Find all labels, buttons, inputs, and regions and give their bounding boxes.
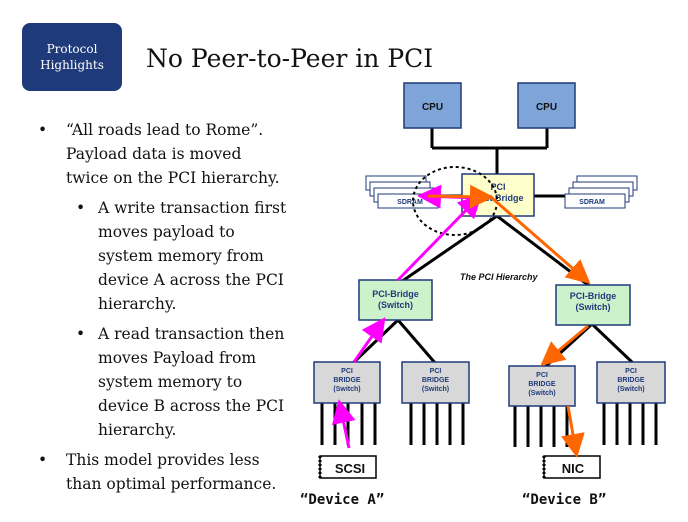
slide-title: No Peer-to-Peer in PCI (146, 44, 434, 73)
hierarchy-label: The PCI Hierarchy (460, 272, 539, 282)
cpu-right (517, 82, 576, 129)
bullet-list: • “All roads lead to Rome”. Payload data… (38, 118, 320, 496)
switch-left-label-2: (Switch) (378, 300, 413, 310)
bridge-2-label-1: PCI (430, 368, 442, 375)
pci-bridge-4 (596, 361, 666, 404)
bridge-1-label-1: PCI (341, 368, 353, 375)
bridge-4-label-3: (Switch) (617, 386, 644, 393)
pci-bridge-3 (508, 365, 576, 407)
scsi-label: SCSI (335, 461, 365, 476)
caption-device-a: “Device A” (300, 492, 384, 508)
bridge-3-label-1: PCI (536, 372, 548, 379)
bullet-item: • This model provides less than optimal … (38, 448, 320, 496)
host-bridge-label-2: Host Bridge (472, 193, 523, 203)
switch-right-label-2: (Switch) (576, 302, 611, 312)
pci-bridge-2 (401, 361, 470, 404)
sub-bullet-item: • A read transaction then moves Payload … (76, 322, 320, 442)
protocol-highlights-badge: Protocol Highlights (22, 23, 122, 91)
bullet-text: This model provides less than optimal pe… (66, 451, 277, 493)
sdram-right-label: SDRAM (579, 199, 605, 206)
bridge-2-label-2: BRIDGE (422, 377, 450, 384)
sub-bullet-text: A read transaction then moves Payload fr… (98, 325, 285, 439)
slot-lines (320, 403, 658, 447)
bridge-4-label-1: PCI (625, 368, 637, 375)
pci-bridge-switch-right (555, 284, 631, 326)
bullet-dot-icon: • (38, 451, 48, 469)
sdram-left-label: SDRAM (397, 199, 423, 206)
bullet-text: “All roads lead to Rome”. Payload data i… (66, 121, 280, 187)
nic-label: NIC (562, 461, 585, 476)
pci-bridge-1 (313, 361, 381, 404)
pci-bridge-switch-left (358, 279, 433, 321)
caption-device-b: “Device B” (522, 492, 606, 508)
host-bridge-label-1: PCI (490, 182, 505, 192)
sub-bullet-text: A write transaction first moves payload … (98, 199, 287, 313)
device-nic: NIC (542, 455, 601, 479)
bullet-dot-icon: • (38, 121, 48, 139)
bridge-1-label-3: (Switch) (333, 386, 360, 393)
sub-bullet-item: • A write transaction first moves payloa… (76, 196, 320, 316)
switch-right-label-1: PCI-Bridge (570, 291, 617, 301)
bus-lines (350, 128, 636, 370)
bullet-item: • “All roads lead to Rome”. Payload data… (38, 118, 320, 190)
bridge-4-label-2: BRIDGE (617, 377, 645, 384)
sub-bullet-dot-icon: • (76, 325, 86, 343)
badge-line-1: Protocol (46, 42, 98, 56)
bridge-2-label-3: (Switch) (422, 386, 449, 393)
device-scsi: SCSI (318, 455, 377, 479)
sdram-left: SDRAM (365, 175, 439, 209)
cpu-right-label: CPU (536, 102, 557, 113)
switch-left-label-1: PCI-Bridge (372, 289, 419, 299)
sdram-right: SDRAM (564, 175, 638, 209)
bridge-3-label-2: BRIDGE (528, 381, 556, 388)
cpu-left-label: CPU (422, 102, 443, 113)
read-path-arrows (427, 184, 591, 458)
badge-line-2: Highlights (40, 58, 104, 72)
bridge-1-label-2: BRIDGE (333, 377, 361, 384)
bridge-3-label-3: (Switch) (528, 390, 555, 397)
cpu-left (403, 82, 462, 129)
sub-bullet-dot-icon: • (76, 199, 86, 217)
